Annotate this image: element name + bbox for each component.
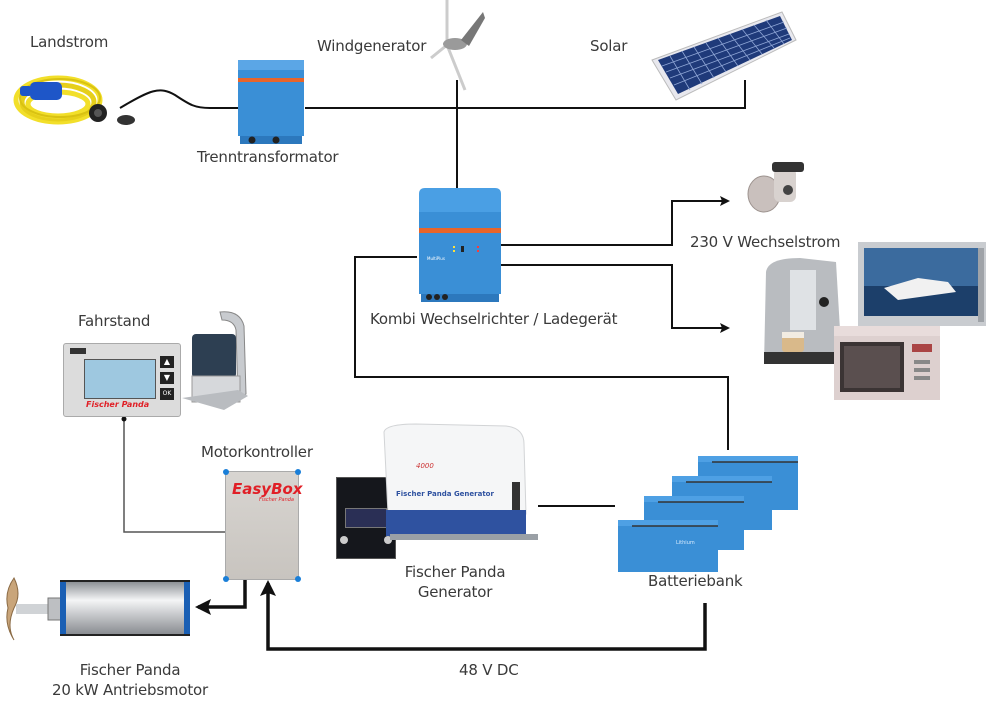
generator-label-line2: Generator <box>417 583 493 601</box>
svg-text:Fischer Panda Generator: Fischer Panda Generator <box>396 490 494 498</box>
svg-text:4000: 4000 <box>416 462 434 470</box>
inverter-charger-icon: MultiPlus <box>419 188 501 302</box>
electric-motor-icon <box>6 577 190 641</box>
generator-label-line1: Fischer Panda <box>404 563 506 581</box>
helm-down-button[interactable]: ▼ <box>160 372 174 384</box>
drive-motor-label-line1: Fischer Panda <box>79 661 181 679</box>
shore-power-cable-icon <box>13 75 135 125</box>
dc-bus-label: 48 V DC <box>459 661 519 679</box>
svg-text:Lithium: Lithium <box>676 540 695 546</box>
battery-unit: Lithium <box>618 520 718 572</box>
controller-motor-wire <box>195 580 247 615</box>
control-panel-icon: ▲ ▼ OK Fischer Panda <box>63 343 181 417</box>
solar-label: Solar <box>590 37 628 55</box>
helm-up-button[interactable]: ▲ <box>160 356 174 368</box>
solar-panel-icon <box>651 11 797 101</box>
microwave-icon <box>834 326 940 400</box>
ac-output-wire-2 <box>500 264 730 333</box>
inverter-battery-wire <box>354 256 729 450</box>
inverter-charger-label: Kombi Wechselrichter / Ladegerät <box>370 310 618 328</box>
coffee-machine-icon <box>764 258 842 364</box>
motor-controller-label: Motorkontroller <box>201 443 313 461</box>
helm-ok-button[interactable]: OK <box>160 388 174 400</box>
battery-bank-label: Batteriebank <box>648 572 743 590</box>
dc-bus-wire <box>260 580 707 651</box>
drive-motor-label: Fischer Panda 20 kW Antriebsmotor <box>40 660 220 700</box>
transformer-label: Trenntransformator <box>197 148 339 166</box>
shore-cable-wire <box>119 89 240 109</box>
drive-motor-label-line2: 20 kW Antriebsmotor <box>52 681 208 699</box>
helm-controller-wire <box>123 420 225 533</box>
spotlight-icon <box>747 162 804 213</box>
wind-turbine-icon <box>430 0 485 91</box>
generator-icon: 4000 Fischer Panda Generator <box>383 423 538 540</box>
svg-text:MultiPlus: MultiPlus <box>427 256 445 261</box>
tv-icon <box>858 242 986 326</box>
ac-output-wire-1 <box>500 196 730 246</box>
wind-generator-label: Windgenerator <box>317 37 427 55</box>
shore-power-label: Landstrom <box>30 33 109 51</box>
controller-box-icon: EasyBox Fischer Panda <box>223 469 303 582</box>
throttle-lever-icon <box>182 311 248 410</box>
easybox-sub-brand: Fischer Panda <box>259 497 294 503</box>
helm-brand: Fischer Panda <box>86 400 150 409</box>
generator-label: Fischer Panda Generator <box>395 562 515 602</box>
ac-bus-wire <box>305 80 746 109</box>
helm-label: Fahrstand <box>78 312 151 330</box>
easybox-brand: EasyBox <box>232 480 303 498</box>
battery-icon: Lithium <box>618 456 798 572</box>
ac-loads-label: 230 V Wechselstrom <box>690 233 841 251</box>
transformer-icon <box>238 60 304 144</box>
